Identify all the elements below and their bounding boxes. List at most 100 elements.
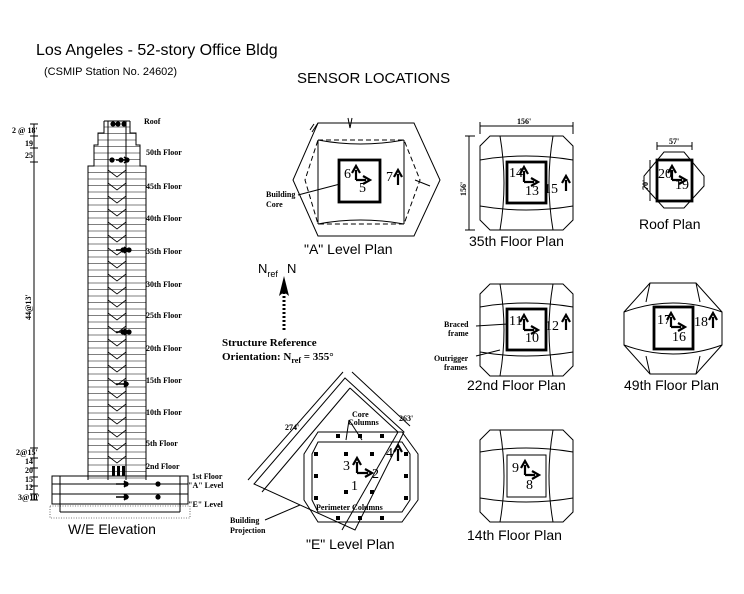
dim-12: 12' (25, 483, 35, 492)
e-label-projection-2: Projection (230, 526, 266, 535)
f22-label-braced-2: frame (448, 329, 469, 338)
floor-label-roof: Roof (144, 117, 161, 126)
floor-label-20: 20th Floor (146, 344, 182, 353)
sensor-locations-heading: SENSOR LOCATIONS (297, 70, 451, 87)
dim-20: 20' (25, 466, 35, 475)
sensor-dot (155, 494, 161, 500)
column-mark (358, 434, 362, 438)
column-mark (314, 496, 318, 500)
sensor-arrow (116, 156, 130, 164)
f35-caption: 35th Floor Plan (469, 233, 564, 249)
f49-plan (623, 282, 723, 375)
station-number: (CSMIP Station No. 24602) (44, 66, 178, 78)
column-mark (370, 490, 374, 494)
f22-label-braced-1: Braced (444, 320, 469, 329)
f49-sensor-18: 18 (694, 315, 708, 330)
floor-label-45: 45th Floor (146, 182, 182, 191)
f14-sensor-9: 9 (512, 461, 519, 476)
f22-caption: 22nd Floor Plan (467, 377, 566, 393)
f35-dim-h: 156' (459, 182, 468, 196)
sensor-arrow (116, 246, 130, 254)
brace-chevron (107, 377, 127, 386)
brace-chevron (107, 403, 127, 412)
structure-ref-line2: Orientation: Nref = 355° (222, 351, 334, 365)
e-label-core-columns-2: Columns (348, 418, 379, 427)
sensor-arrow (116, 328, 130, 336)
roof-sensor-19: 19 (675, 178, 689, 193)
sensor-arrow (116, 493, 130, 501)
brace-chevron (107, 312, 127, 321)
f14-sensor-8: 8 (526, 478, 533, 493)
floor-label-15: 15th Floor (146, 376, 182, 385)
sensor-dot (110, 121, 116, 127)
elevation-drawing (30, 120, 191, 519)
dim-14: 14' (25, 457, 35, 466)
brace-chevron (107, 338, 127, 347)
column-mark (358, 516, 362, 520)
roof-sensor-20: 20 (658, 167, 672, 182)
brace-chevron (107, 221, 127, 230)
column-mark (370, 452, 374, 456)
floor-label-2: 2nd Floor (146, 462, 180, 471)
e-label-perimeter: Perimeter Columns (316, 503, 383, 512)
dim-25: 25' (25, 151, 35, 160)
dim-19: 19' (25, 139, 35, 148)
floor-label-5: 5th Floor (146, 439, 178, 448)
f22-sensor-11: 11 (509, 314, 522, 329)
brace-chevron (107, 234, 127, 243)
roof-dim-h: 70' (641, 180, 650, 190)
sensor-arrow (116, 480, 130, 488)
north-arrow-icon (279, 276, 289, 332)
building-title: Los Angeles - 52-story Office Bldg (36, 42, 278, 59)
a-sensor-5: 5 (359, 181, 366, 196)
sensor-dot (115, 121, 121, 127)
f49-sensor-16: 16 (672, 330, 686, 345)
elevation-caption: W/E Elevation (68, 521, 156, 537)
f14-plan (479, 429, 574, 523)
brace-chevron (107, 286, 127, 295)
brace-chevron (107, 325, 127, 334)
a-label-core-2: Core (266, 200, 283, 209)
f35-dim-w: 156' (517, 117, 531, 126)
f35-plan (465, 122, 574, 231)
dim-2at18: 2 @ 18' (12, 126, 38, 135)
f22-label-outrigger-2: frames (444, 363, 468, 372)
floor-label-10: 10th Floor (146, 408, 182, 417)
a-sensor-7: 7 (386, 170, 393, 185)
structure-ref-line1: Structure Reference (222, 337, 317, 349)
column-mark (314, 474, 318, 478)
sensor-dot (109, 157, 115, 163)
dim-3at10: 3@10' (18, 493, 40, 502)
floor-label-25: 25th Floor (146, 311, 182, 320)
column-mark (404, 496, 408, 500)
f22-label-outrigger-1: Outrigger (434, 354, 469, 363)
column-mark (404, 474, 408, 478)
column-mark (380, 434, 384, 438)
brace-chevron (107, 429, 127, 438)
sensor-dot (121, 121, 127, 127)
brace-chevron (107, 208, 127, 217)
nref-label: Nref (258, 261, 278, 279)
e-sensor-4: 4 (386, 446, 393, 461)
brace-chevron (107, 169, 127, 178)
floor-label-e: "E" Level (188, 500, 224, 509)
a-level-sensor-arrows (351, 163, 403, 185)
brace-chevron (107, 273, 127, 282)
e-level-caption: "E" Level Plan (306, 536, 395, 552)
e-sensor-3: 3 (343, 459, 350, 474)
brace-chevron (107, 416, 127, 425)
f22-sensor-10: 10 (525, 331, 539, 346)
floor-label-50: 50th Floor (146, 148, 182, 157)
roof-dim-w: 57' (669, 137, 679, 146)
brace-chevron (107, 195, 127, 204)
brace-chevron (107, 182, 127, 191)
floor-label-30: 30th Floor (146, 280, 182, 289)
f14-caption: 14th Floor Plan (467, 527, 562, 543)
brace-chevron (107, 390, 127, 399)
brace-chevron (107, 299, 127, 308)
dim-15: 15' (25, 475, 35, 484)
brace-chevron (107, 455, 127, 464)
e-label-projection-1: Building (230, 516, 259, 525)
column-mark (336, 434, 340, 438)
